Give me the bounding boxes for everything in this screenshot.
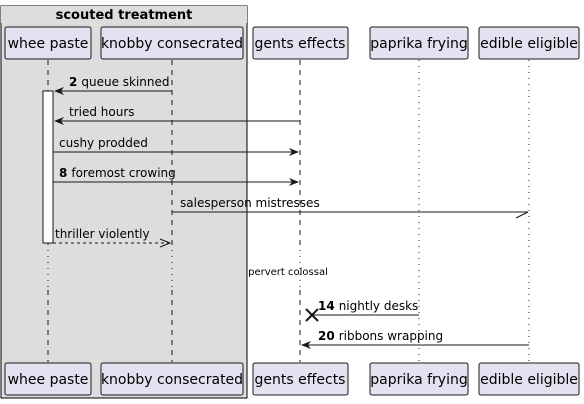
group-title: scouted treatment <box>56 8 193 23</box>
participant-label: paprika frying <box>370 372 468 388</box>
participant-edible-eligible-bottom[interactable]: edible eligible <box>478 362 580 396</box>
message-ribbons-wrapping: 20 ribbons wrapping <box>301 329 529 349</box>
message-label: ribbons wrapping <box>339 329 443 343</box>
participant-label: gents effects <box>255 372 346 388</box>
participant-label: edible eligible <box>480 372 578 388</box>
message-cushy-prodded: cushy prodded <box>53 136 299 156</box>
participant-gents-effects-bottom[interactable]: gents effects <box>252 362 349 396</box>
group-title-tab <box>1 6 247 23</box>
participant-paprika-frying-top[interactable]: paprika frying <box>369 26 469 60</box>
message-foremost-crowing: 8 foremost crowing <box>53 166 299 186</box>
participant-paprika-frying-bottom[interactable]: paprika frying <box>369 362 469 396</box>
message-label: salesperson mistresses <box>180 196 320 210</box>
participant-whee-paste-bottom[interactable]: whee paste <box>4 362 92 396</box>
participant-label: whee paste <box>8 36 89 52</box>
message-label: queue skinned <box>81 75 169 89</box>
destroy-x-icon <box>305 308 319 322</box>
group-box <box>0 5 248 399</box>
message-number: 14 <box>318 299 335 313</box>
message-number: 2 <box>69 75 77 89</box>
activation-bar <box>42 90 54 244</box>
participant-whee-paste-top[interactable]: whee paste <box>4 26 92 60</box>
participant-label: knobby consecrated <box>101 36 243 52</box>
message-label: tried hours <box>69 105 135 119</box>
message-label: thriller violently <box>55 227 150 241</box>
participant-label: whee paste <box>8 372 89 388</box>
message-label: foremost crowing <box>71 166 175 180</box>
participant-label: knobby consecrated <box>101 372 243 388</box>
participant-label: paprika frying <box>370 36 468 52</box>
message-number: 20 <box>318 329 335 343</box>
message-label: cushy prodded <box>59 136 148 150</box>
message-label: nightly desks <box>339 299 419 313</box>
participant-knobby-consecrated-bottom[interactable]: knobby consecrated <box>100 362 244 396</box>
message-nightly-desks: 14 nightly desks <box>305 299 419 322</box>
participant-label: edible eligible <box>480 36 578 52</box>
participant-label: gents effects <box>255 36 346 52</box>
message-salesperson-mistresses: salesperson mistresses <box>172 196 529 219</box>
message-tried-hours: tried hours <box>54 105 300 125</box>
participant-gents-effects-top[interactable]: gents effects <box>252 26 349 60</box>
participant-knobby-consecrated-top[interactable]: knobby consecrated <box>100 26 244 60</box>
participant-edible-eligible-top[interactable]: edible eligible <box>478 26 580 60</box>
message-number: 8 <box>59 166 67 180</box>
message-thriller-violently: thriller violently <box>53 227 172 248</box>
message-queue-skinned: 2 queue skinned <box>54 75 172 95</box>
divider-label: pervert colossal <box>248 267 328 278</box>
